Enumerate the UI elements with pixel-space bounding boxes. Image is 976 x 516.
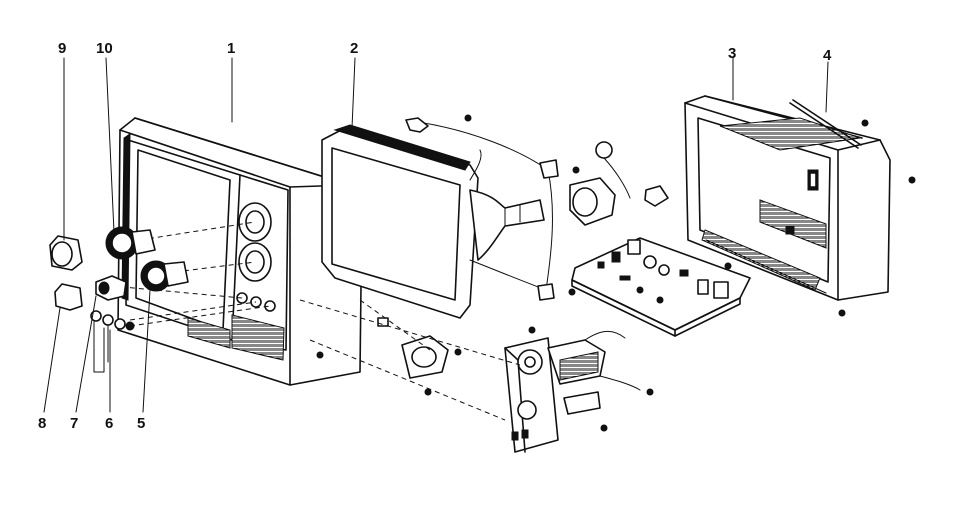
label-7: 7 <box>70 415 78 432</box>
tuner-assembly-icon <box>504 326 654 453</box>
back-cover-icon <box>684 95 916 317</box>
circuit-board-icon <box>571 237 751 337</box>
speaker-icon <box>377 317 462 396</box>
antenna-icon <box>789 99 869 149</box>
leader-lines <box>43 57 829 413</box>
label-2: 2 <box>350 40 358 57</box>
label-6: 6 <box>105 415 113 432</box>
label-10: 10 <box>96 40 113 57</box>
label-9: 9 <box>58 40 66 57</box>
knobs-icon <box>49 226 189 373</box>
label-1: 1 <box>227 40 235 57</box>
assembly-guide-lines <box>111 221 521 421</box>
label-4: 4 <box>823 47 832 64</box>
label-8: 8 <box>38 415 46 432</box>
part-labels: 9 10 1 2 3 4 8 7 6 5 <box>38 40 832 432</box>
label-3: 3 <box>728 45 736 62</box>
deflection-yoke-icon <box>569 141 669 226</box>
label-5: 5 <box>137 415 145 432</box>
front-cabinet-icon <box>117 117 363 386</box>
ground-strap-icon <box>405 114 580 301</box>
picture-tube-icon <box>321 124 545 319</box>
